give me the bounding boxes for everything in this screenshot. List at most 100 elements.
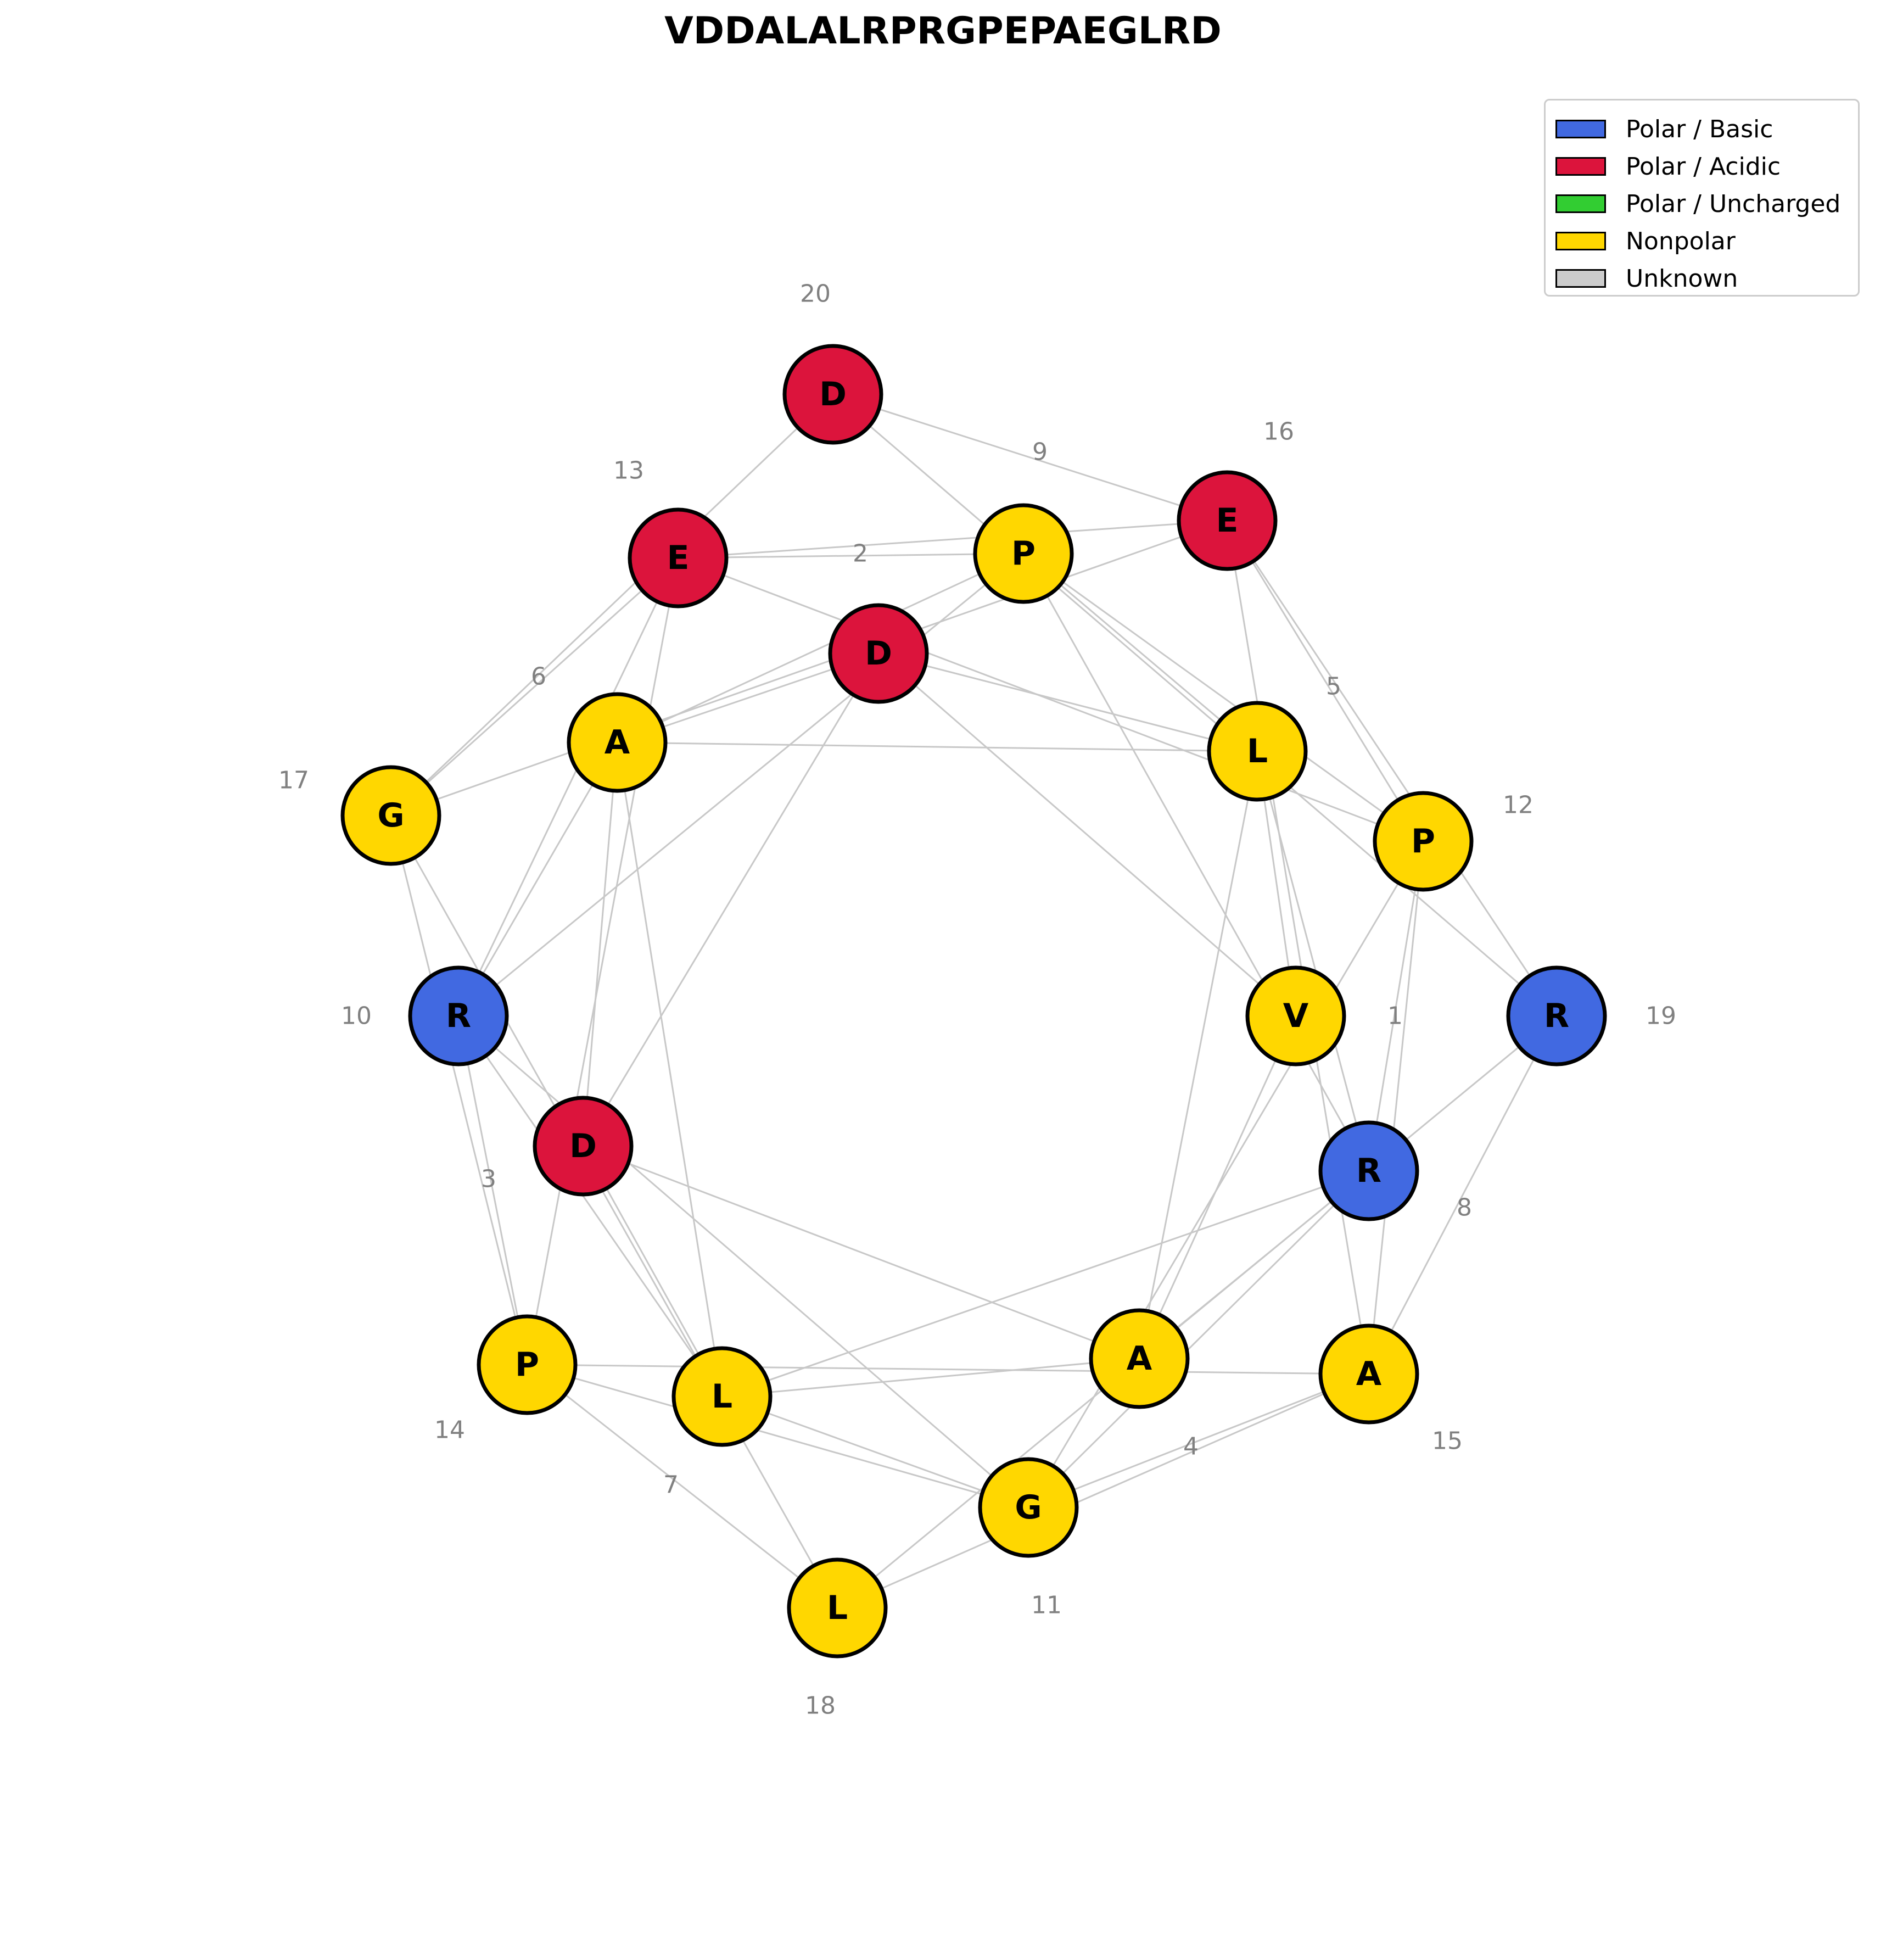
residue-circle <box>1506 965 1607 1066</box>
residue-circle <box>973 503 1074 604</box>
legend-item-unknown: Unknown <box>1555 260 1848 297</box>
edge-2-5 <box>878 652 1258 752</box>
edge-19-20 <box>832 393 1557 1017</box>
edge-6-10 <box>457 742 618 1017</box>
residue-node-12: P12 <box>1373 791 1534 892</box>
edge-17-20 <box>390 393 834 817</box>
residue-index-label: 18 <box>805 1692 836 1720</box>
residue-letter: R <box>1544 997 1569 1035</box>
residue-circle <box>1318 1120 1419 1221</box>
edge-16-20 <box>832 393 1228 522</box>
residue-node-8: R8 <box>1318 1120 1472 1222</box>
residue-letter: R <box>446 997 471 1035</box>
residue-node-10: R 10 <box>341 965 509 1066</box>
residue-letter: R <box>1356 1152 1381 1190</box>
residue-node-20: D 20 <box>782 280 883 445</box>
residue-letter: L <box>1247 732 1268 770</box>
residue-circle <box>567 692 668 793</box>
residue-circle <box>533 1096 634 1197</box>
legend-swatch <box>1555 194 1606 213</box>
residue-letter: L <box>827 1589 848 1627</box>
edge-10-14 <box>457 1015 528 1365</box>
residue-circle <box>1373 791 1474 892</box>
legend-label: Polar / Uncharged <box>1626 189 1841 218</box>
residue-node-11: G 11 <box>978 1457 1079 1620</box>
edge-7-10 <box>457 1015 723 1397</box>
residue-index-label: 17 <box>278 767 309 795</box>
edge-14-15 <box>527 1364 1369 1375</box>
residue-index-label: 7 <box>663 1471 679 1499</box>
residue-letter: A <box>1127 1339 1152 1378</box>
legend-item-polar-basic: Polar / Basic <box>1555 110 1848 148</box>
edge-8-11 <box>1027 1170 1370 1509</box>
edge-8-12 <box>1368 841 1424 1171</box>
residue-circle <box>477 1314 578 1415</box>
legend-item-polar-acidic: Polar / Acidic <box>1555 148 1848 185</box>
edge-7-11 <box>721 1395 1029 1509</box>
residue-node-14: P14 <box>434 1314 578 1444</box>
residue-circle <box>1177 470 1278 571</box>
residue-circle <box>1318 1324 1419 1425</box>
edge-6-7 <box>616 742 723 1397</box>
residue-index-label: 4 <box>1183 1433 1199 1461</box>
residue-circle <box>408 965 509 1066</box>
residue-circle <box>671 1346 773 1447</box>
edge-9-10 <box>458 552 1024 1017</box>
edge-9-13 <box>678 552 1024 559</box>
residue-circle <box>828 603 929 704</box>
residue-node-17: G 17 <box>278 765 441 866</box>
edge-15-18 <box>837 1373 1369 1609</box>
edge-1-4 <box>1138 1015 1297 1359</box>
edge-1-2 <box>878 652 1296 1017</box>
edge-14-18 <box>527 1364 838 1609</box>
edge-10-11 <box>458 1015 1029 1509</box>
edge-17-18 <box>390 815 838 1609</box>
residue-node-15: A15 <box>1318 1324 1463 1455</box>
residue-node-3: D3 <box>481 1096 634 1197</box>
edge-9-12 <box>1023 552 1424 842</box>
residue-circle <box>782 344 883 445</box>
residue-circle <box>1207 701 1308 802</box>
edge-3-4 <box>583 1145 1140 1360</box>
edge-14-17 <box>390 815 528 1365</box>
edge-12-15 <box>1368 841 1424 1375</box>
residue-letter: P <box>1011 534 1036 573</box>
legend-item-polar-uncharged: Polar / Uncharged <box>1555 185 1848 222</box>
residue-node-9: P9 <box>973 438 1074 604</box>
residue-index-label: 5 <box>1326 673 1341 701</box>
residue-letter: L <box>712 1377 732 1416</box>
residue-letter: D <box>819 375 847 414</box>
legend-swatch <box>1555 157 1606 176</box>
residue-letter: G <box>1015 1488 1042 1527</box>
residue-index-label: 20 <box>800 280 831 308</box>
residue-letter: G <box>377 796 404 835</box>
legend-label: Unknown <box>1626 264 1738 293</box>
residue-index-label: 13 <box>613 457 644 485</box>
residue-index-label: 16 <box>1263 418 1294 446</box>
residue-circle <box>628 507 729 608</box>
edge-8-9 <box>1022 553 1370 1171</box>
edge-4-5 <box>1138 751 1258 1359</box>
legend-label: Nonpolar <box>1626 227 1736 255</box>
edge-12-16 <box>1226 520 1424 842</box>
residue-index-label: 9 <box>1032 438 1048 466</box>
residue-index-label: 10 <box>341 1002 372 1030</box>
residue-index-label: 11 <box>1031 1592 1062 1620</box>
residue-circle <box>787 1557 888 1659</box>
edge-6-9 <box>617 552 1024 744</box>
edge-layer <box>390 393 1558 1609</box>
residue-circle <box>1089 1308 1190 1409</box>
legend-label: Polar / Basic <box>1626 115 1773 143</box>
residue-letter: D <box>865 634 892 673</box>
edge-5-6 <box>617 741 1258 752</box>
residue-letter: V <box>1283 997 1309 1035</box>
residue-index-label: 1 <box>1387 1002 1403 1030</box>
edge-13-14 <box>526 557 679 1365</box>
residue-index-label: 15 <box>1432 1427 1463 1455</box>
edge-13-16 <box>678 520 1228 559</box>
residue-index-label: 3 <box>481 1165 496 1193</box>
edge-15-16 <box>1226 520 1370 1375</box>
